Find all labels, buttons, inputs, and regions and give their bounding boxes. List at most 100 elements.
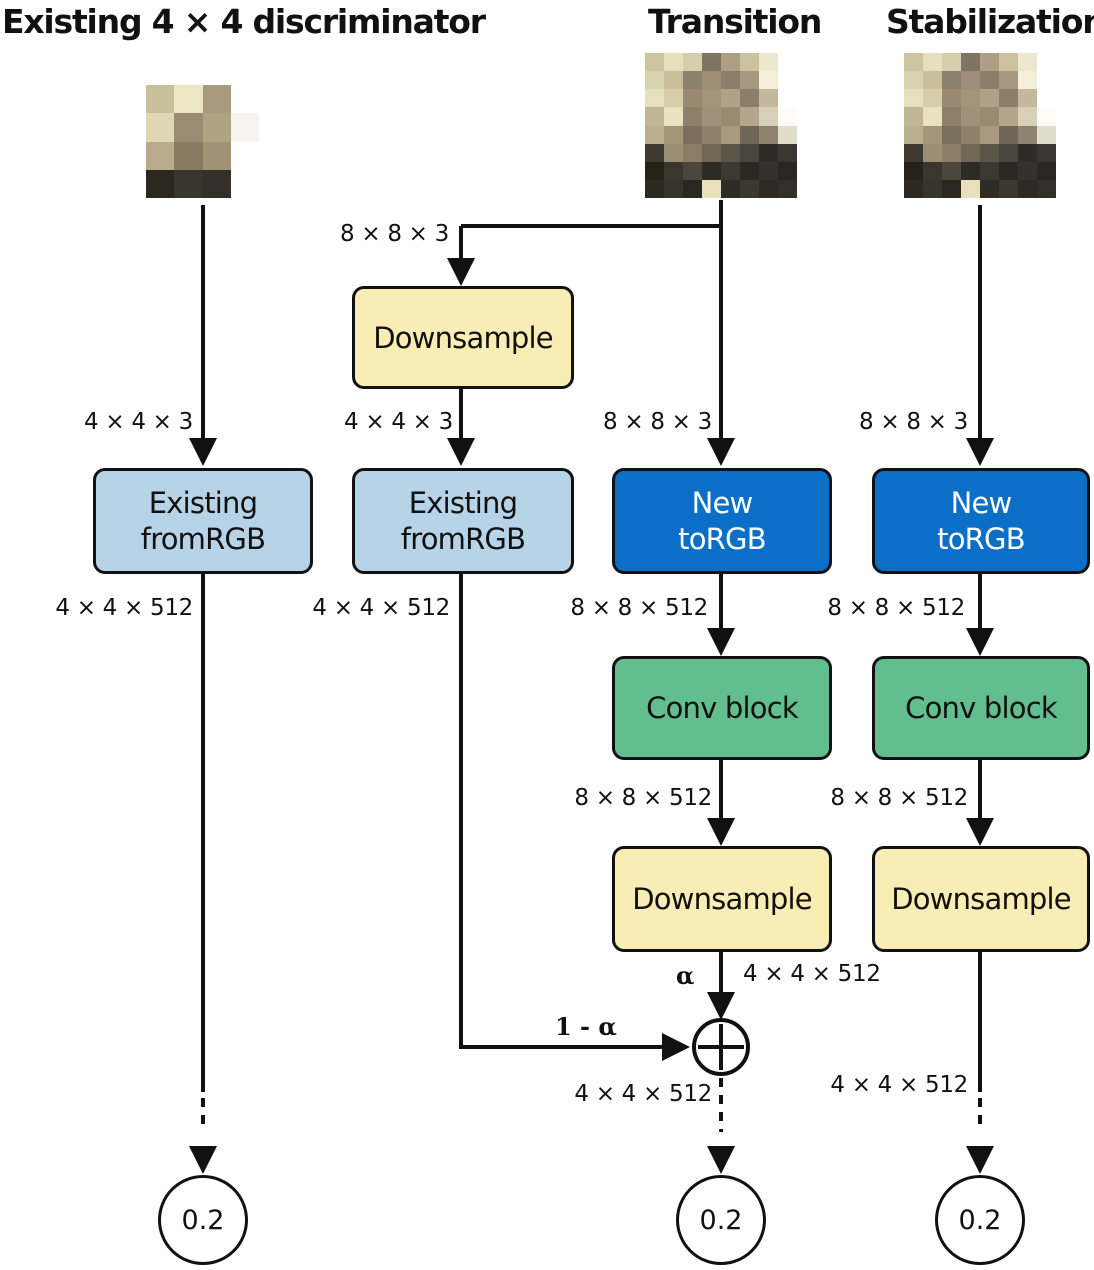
pixel-r4-c2 bbox=[942, 125, 961, 144]
label-stab-torgb-output: 8 × 8 × 512 bbox=[827, 595, 965, 621]
label-transition-new-input: 8 × 8 × 3 bbox=[603, 409, 712, 435]
pixel-r4-c5 bbox=[999, 125, 1018, 144]
pixel-r7-c5 bbox=[999, 179, 1018, 198]
pixel-r2-c4 bbox=[980, 89, 999, 108]
pixel-r3-c4 bbox=[721, 107, 740, 126]
pixel-r6-c4 bbox=[721, 161, 740, 180]
pixel-r6-c5 bbox=[999, 161, 1018, 180]
stab-downsample-block: Downsample bbox=[872, 846, 1090, 952]
pixel-r2-c2 bbox=[683, 89, 702, 108]
stab-conv-block: Conv block bbox=[872, 656, 1090, 760]
pixel-r0-c7 bbox=[778, 53, 797, 72]
pixel-r6-c3 bbox=[961, 161, 980, 180]
pixel-r0-c3 bbox=[230, 85, 259, 114]
pixel-r6-c7 bbox=[778, 161, 797, 180]
transition-conv-label: Conv block bbox=[646, 691, 799, 725]
transition-downsample-output-block: Downsample bbox=[612, 846, 832, 952]
pixel-r6-c4 bbox=[980, 161, 999, 180]
pixel-r0-c4 bbox=[980, 53, 999, 72]
stab-new-torgb-line1: New bbox=[950, 486, 1013, 520]
pixel-r6-c1 bbox=[664, 161, 683, 180]
pixel-r3-c4 bbox=[980, 107, 999, 126]
pixel-r5-c4 bbox=[721, 143, 740, 162]
pixel-r1-c6 bbox=[759, 71, 778, 90]
pixel-r0-c5 bbox=[740, 53, 759, 72]
transition-downsample-input-label: Downsample bbox=[373, 320, 553, 355]
pixel-r3-c3 bbox=[230, 169, 259, 198]
pixel-r6-c7 bbox=[1037, 161, 1056, 180]
pixel-r3-c1 bbox=[923, 107, 942, 126]
pixel-r5-c1 bbox=[664, 143, 683, 162]
pixel-r7-c1 bbox=[664, 179, 683, 198]
pixel-r1-c0 bbox=[904, 71, 923, 90]
pixel-r1-c1 bbox=[174, 113, 203, 142]
pixel-r2-c3 bbox=[230, 141, 259, 170]
pixel-r0-c0 bbox=[146, 85, 175, 114]
pixel-r3-c5 bbox=[999, 107, 1018, 126]
pixel-r5-c2 bbox=[683, 143, 702, 162]
pixel-r5-c0 bbox=[645, 143, 664, 162]
pixel-r0-c1 bbox=[923, 53, 942, 72]
pixel-r4-c4 bbox=[980, 125, 999, 144]
pixel-r1-c1 bbox=[664, 71, 683, 90]
label-transition-after-downsample: 4 × 4 × 3 bbox=[344, 409, 453, 435]
pixel-r5-c5 bbox=[999, 143, 1018, 162]
label-transition-sum-output: 4 × 4 × 512 bbox=[574, 1081, 712, 1107]
pixel-r2-c5 bbox=[740, 89, 759, 108]
title-transition: Transition bbox=[648, 2, 822, 41]
pixel-r2-c3 bbox=[961, 89, 980, 108]
pixel-r1-c5 bbox=[740, 71, 759, 90]
pixel-r3-c1 bbox=[664, 107, 683, 126]
pixel-r4-c6 bbox=[759, 125, 778, 144]
pixel-r0-c2 bbox=[683, 53, 702, 72]
pixel-r7-c4 bbox=[980, 179, 999, 198]
pixel-r3-c0 bbox=[904, 107, 923, 126]
title-existing-discriminator: Existing 4 × 4 discriminator bbox=[2, 2, 486, 41]
pixel-r1-c1 bbox=[923, 71, 942, 90]
pixel-r1-c2 bbox=[942, 71, 961, 90]
pixel-r7-c0 bbox=[645, 179, 664, 198]
pixel-r6-c0 bbox=[645, 161, 664, 180]
pixel-r3-c1 bbox=[174, 169, 203, 198]
label-transition-branch: 8 × 8 × 3 bbox=[340, 221, 449, 247]
pixel-r0-c7 bbox=[1037, 53, 1056, 72]
pixel-r1-c3 bbox=[961, 71, 980, 90]
pixel-r3-c7 bbox=[778, 107, 797, 126]
pixel-r7-c5 bbox=[740, 179, 759, 198]
label-transition-downsample-output: 4 × 4 × 512 bbox=[743, 961, 881, 987]
pixel-r2-c2 bbox=[202, 141, 231, 170]
pixel-r4-c0 bbox=[904, 125, 923, 144]
label-transition-old-output: 4 × 4 × 512 bbox=[312, 595, 450, 621]
pixel-r0-c3 bbox=[961, 53, 980, 72]
pixel-r5-c4 bbox=[980, 143, 999, 162]
pixel-r4-c4 bbox=[721, 125, 740, 144]
label-stab-input: 8 × 8 × 3 bbox=[859, 409, 968, 435]
pixel-r6-c5 bbox=[740, 161, 759, 180]
label-stab-downsample-output: 4 × 4 × 512 bbox=[830, 1072, 968, 1098]
label-transition-torgb-output: 8 × 8 × 512 bbox=[570, 595, 708, 621]
pixel-r7-c7 bbox=[778, 179, 797, 198]
pixel-r6-c2 bbox=[683, 161, 702, 180]
transition-output-node: 0.2 bbox=[676, 1175, 766, 1265]
pixel-r4-c0 bbox=[645, 125, 664, 144]
pixel-r4-c2 bbox=[683, 125, 702, 144]
stab-conv-label: Conv block bbox=[905, 691, 1058, 725]
pixel-r4-c5 bbox=[740, 125, 759, 144]
pixel-r7-c1 bbox=[923, 179, 942, 198]
pixel-r0-c6 bbox=[759, 53, 778, 72]
pixel-r5-c3 bbox=[702, 143, 721, 162]
pixel-r2-c6 bbox=[1018, 89, 1037, 108]
pixel-r2-c7 bbox=[778, 89, 797, 108]
stab-downsample-label: Downsample bbox=[891, 882, 1071, 916]
pixel-r2-c2 bbox=[942, 89, 961, 108]
pixel-r5-c3 bbox=[961, 143, 980, 162]
pixel-r2-c1 bbox=[923, 89, 942, 108]
pixel-r7-c3 bbox=[702, 179, 721, 198]
transition-existing-fromrgb-line1: Existing bbox=[408, 486, 518, 520]
label-transition-conv-output: 8 × 8 × 512 bbox=[574, 785, 712, 811]
